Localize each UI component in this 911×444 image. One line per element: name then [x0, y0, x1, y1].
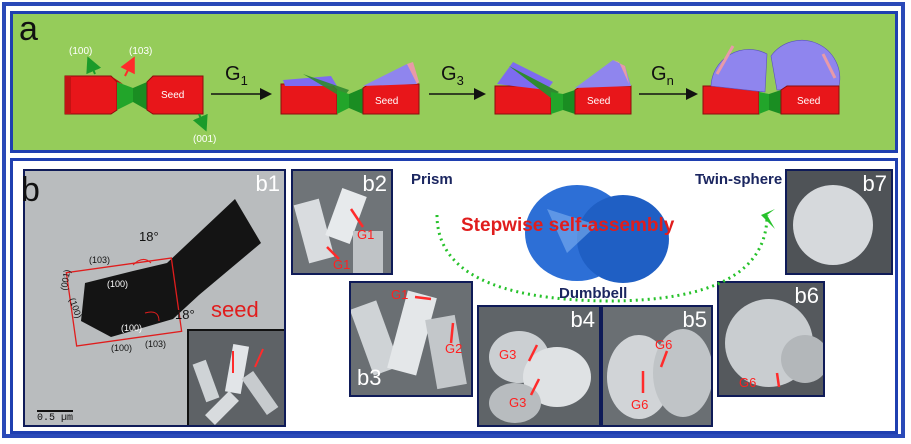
- plane-100-d: (100): [111, 343, 133, 353]
- b4-drawing: [489, 331, 591, 423]
- b3-tag-1: G1: [391, 287, 409, 302]
- b2-tag-2: G1: [333, 257, 351, 272]
- inset-drawing: [192, 343, 279, 425]
- step-arrow-3: Gn: [639, 63, 698, 100]
- b5-tag-2: G6: [631, 397, 649, 412]
- facet-100-label: (100): [69, 46, 92, 57]
- b5-drawing: [607, 329, 711, 419]
- step-label-2: G3: [441, 63, 464, 88]
- tem-inset: [187, 329, 284, 425]
- seed-label-4: Seed: [797, 96, 820, 107]
- twin-sphere-label: Twin-sphere: [695, 171, 783, 188]
- b6-tag-1: G6: [739, 375, 757, 390]
- b3-drawing: [351, 290, 467, 390]
- tem-image-b1: b1 18° 18° (103) (001) (100) (100) (100)…: [23, 169, 286, 427]
- b2-tag-1: G1: [357, 227, 375, 242]
- sem-image-b2: b2 G1 G1: [291, 169, 393, 275]
- tem-id: b1: [255, 171, 280, 196]
- panel-b: b b1 18° 18° (103) (001) (100) (100) (10…: [10, 158, 898, 434]
- stepwise-title: Stepwise self-assembly: [461, 215, 675, 236]
- b4-id: b4: [570, 307, 595, 332]
- b4-tag-1: G3: [499, 347, 517, 362]
- panel-a: a Seed: [10, 10, 898, 153]
- seed-annotation: seed: [211, 297, 259, 322]
- plane-100-c: (100): [121, 323, 143, 333]
- facet-001-label: (001): [193, 134, 216, 145]
- sem-image-b5: b5 G6 G6: [601, 305, 713, 427]
- panel-b-letter: b: [21, 171, 40, 209]
- dumbbell-stage-2: Seed: [280, 62, 420, 115]
- dumbbell-label: Dumbbell: [559, 285, 628, 302]
- scale-bar-label: 0.5 µm: [37, 413, 74, 424]
- plane-100-a: (100): [107, 279, 129, 289]
- prism-label: Prism: [411, 171, 453, 188]
- sem-image-b7: b7: [785, 169, 893, 275]
- b6-id: b6: [794, 283, 819, 308]
- plane-103-bottom: (103): [145, 339, 167, 349]
- tem-drawing: [37, 199, 261, 412]
- seed-label-2: Seed: [375, 96, 398, 107]
- b5-tag-1: G6: [655, 337, 673, 352]
- step-label-3: Gn: [651, 63, 674, 88]
- dumbbell-stage-1: Seed (100) (103) (001): [64, 46, 216, 145]
- plane-103-top: (103): [89, 255, 111, 265]
- panel-a-letter: a: [19, 10, 38, 48]
- b2-drawing: [293, 188, 383, 273]
- b4-tag-2: G3: [509, 395, 527, 410]
- facet-103-label: (103): [129, 46, 152, 57]
- seed-label-3: Seed: [587, 96, 610, 107]
- panel-a-schematic: Seed (100) (103) (001) G1: [64, 39, 841, 145]
- step-label-1: G1: [225, 63, 248, 88]
- sem-image-b6: b6 G6: [717, 281, 825, 397]
- step-arrow-2: G3: [429, 63, 486, 100]
- sem-image-b4: b4 G3 G3: [477, 305, 601, 427]
- b3-tag-2: G2: [445, 341, 463, 356]
- dumbbell-stage-4: Seed: [702, 39, 841, 115]
- step-arrow-1: G1: [211, 63, 272, 100]
- angle-bottom: 18°: [175, 307, 195, 322]
- b5-id: b5: [682, 307, 707, 332]
- b7-id: b7: [862, 171, 887, 196]
- angle-top: 18°: [139, 229, 159, 244]
- b3-id: b3: [357, 365, 382, 390]
- b7-drawing: [793, 185, 873, 265]
- sem-image-b3: b3 G1 G2: [349, 281, 473, 397]
- b2-id: b2: [362, 171, 387, 196]
- seed-label-1: Seed: [161, 90, 184, 101]
- dumbbell-stage-3: Seed: [494, 60, 632, 115]
- b6-drawing: [725, 299, 823, 388]
- center-graphic: [435, 185, 775, 303]
